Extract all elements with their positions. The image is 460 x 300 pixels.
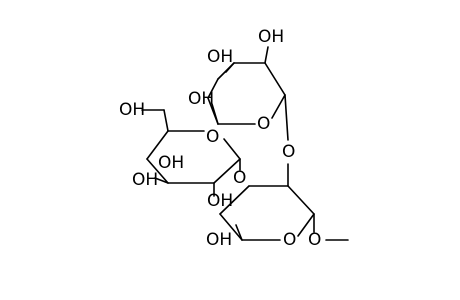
oh-left-1-label: OH: [158, 153, 184, 173]
o-methyl-label: O: [308, 230, 321, 250]
oh-ring-top-label: OH: [188, 89, 214, 109]
ring-o-top-label: O: [257, 114, 270, 134]
left-ring-bonds: [141, 109, 241, 197]
oh-ch2-label: OH: [119, 100, 145, 120]
oh-top-right-label: OH: [258, 27, 284, 47]
ring-o-left-label: O: [206, 127, 219, 147]
oh-bottom-label: OH: [206, 230, 232, 250]
oh-left-2-label: OH: [132, 170, 158, 190]
oh-top-left-label: OH: [207, 47, 233, 67]
atom-labels: OH OH OH O OH O OH OH O O OH OH O O: [119, 27, 321, 250]
glyco-o-mid-label: O: [233, 168, 246, 188]
top-ring-bonds: [207, 46, 289, 141]
glyco-o-right-label: O: [282, 142, 295, 162]
ring-o-bottom-label: O: [283, 230, 296, 250]
oh-lower-label: OH: [207, 191, 233, 211]
bottom-ring-bonds: [219, 163, 349, 241]
